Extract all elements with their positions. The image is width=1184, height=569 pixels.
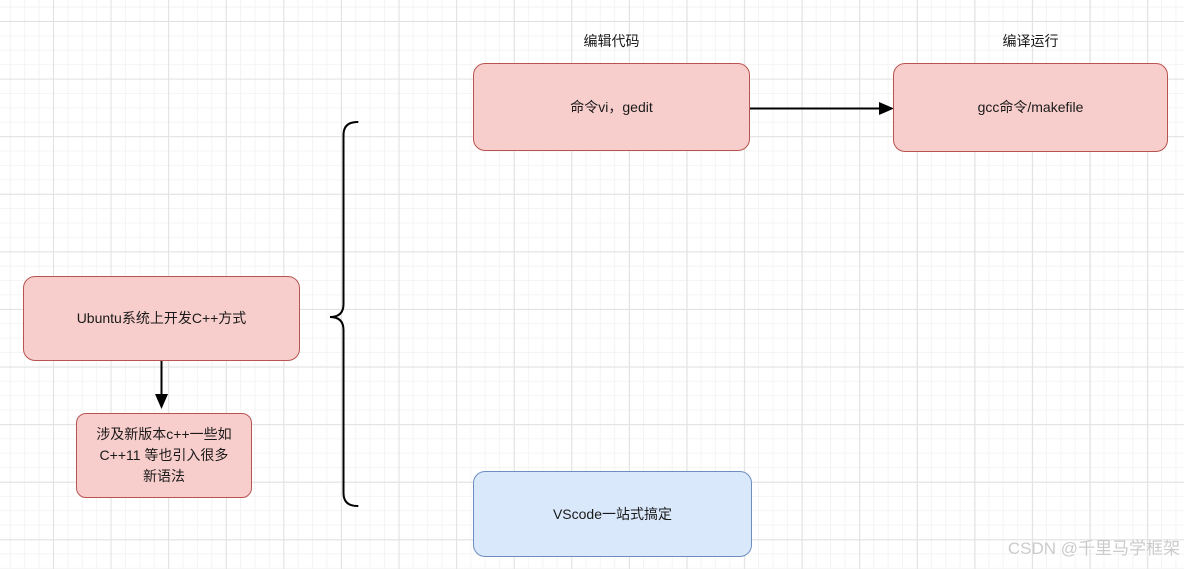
node-cpp11-note: 涉及新版本c++一些如 C++11 等也引入很多 新语法: [76, 413, 252, 498]
node-vscode: VScode一站式搞定: [473, 471, 752, 557]
node-vi-gedit: 命令vi，gedit: [473, 63, 750, 151]
arrow-vi-to-gcc: [750, 102, 894, 115]
cpp11-note-line2: C++11 等也引入很多: [99, 447, 229, 463]
label-edit-code: 编辑代码: [583, 33, 640, 49]
cpp11-note-line3: 新语法: [142, 468, 185, 484]
arrow-ubuntu-to-note: [155, 361, 168, 409]
watermark: CSDN @千里马学框架: [1007, 539, 1180, 558]
label-compile-run: 编译运行: [1002, 33, 1059, 49]
curly-brace: [329, 121, 359, 507]
node-gcc-makefile: gcc命令/makefile: [893, 63, 1168, 152]
node-ubuntu-dev: Ubuntu系统上开发C++方式: [23, 276, 300, 361]
cpp11-note-text: 涉及新版本c++一些如 C++11 等也引入很多 新语法: [96, 424, 231, 487]
cpp11-note-line1: 涉及新版本c++一些如: [96, 426, 232, 442]
